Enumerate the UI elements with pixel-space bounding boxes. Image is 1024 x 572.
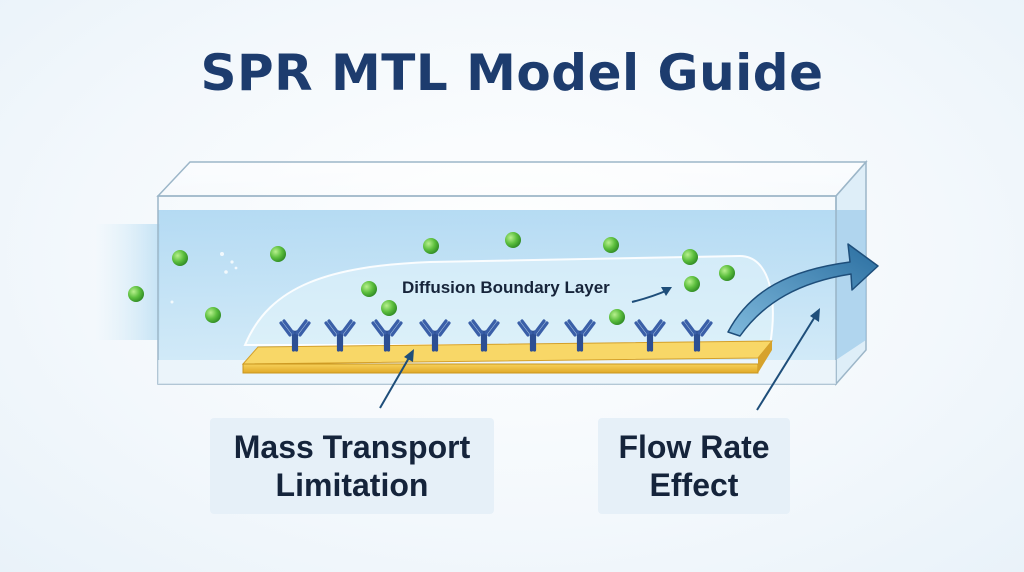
curved-flow-arrow-icon bbox=[727, 243, 879, 337]
sensor-surface-front bbox=[242, 363, 759, 374]
green-sphere-icon bbox=[205, 307, 221, 323]
mass-transport-line-1: Mass Transport bbox=[233, 428, 471, 465]
green-sphere-icon bbox=[361, 281, 377, 297]
flow-rate-pointer bbox=[756, 314, 817, 411]
arrowhead-icon bbox=[661, 287, 672, 296]
flow-rate-line-1: Flow Rate bbox=[618, 428, 770, 465]
page-title: SPR MTL Model Guide bbox=[200, 44, 824, 102]
flow-rate-line-2: Effect bbox=[649, 467, 739, 503]
channel-top-face bbox=[156, 161, 868, 197]
boundary-layer-label: Diffusion Boundary Layer bbox=[402, 278, 610, 297]
arrowhead-icon bbox=[810, 308, 820, 322]
green-sphere-icon bbox=[172, 250, 188, 266]
green-sphere-icon bbox=[719, 265, 735, 281]
green-sphere-icon bbox=[381, 300, 397, 316]
green-sphere-icon bbox=[505, 232, 521, 248]
mass-transport-callout: Mass Transport Limitation bbox=[210, 418, 494, 514]
flow-rate-callout: Flow Rate Effect bbox=[598, 418, 790, 514]
green-sphere-icon bbox=[423, 238, 439, 254]
mass-transport-line-2: Limitation bbox=[275, 467, 429, 503]
mass-transport-pointer bbox=[379, 355, 411, 409]
micro-bubbles bbox=[170, 252, 238, 304]
green-sphere-icon bbox=[609, 309, 625, 325]
green-sphere-icon bbox=[270, 246, 286, 262]
green-sphere-icon bbox=[682, 249, 698, 265]
green-sphere-icon bbox=[603, 237, 619, 253]
analyte-particles bbox=[128, 232, 735, 325]
inflow-haze bbox=[95, 224, 160, 340]
sensor-surface-side bbox=[758, 341, 772, 373]
arrowhead-icon bbox=[404, 349, 414, 362]
green-sphere-icon bbox=[128, 286, 144, 302]
green-sphere-icon bbox=[684, 276, 700, 292]
